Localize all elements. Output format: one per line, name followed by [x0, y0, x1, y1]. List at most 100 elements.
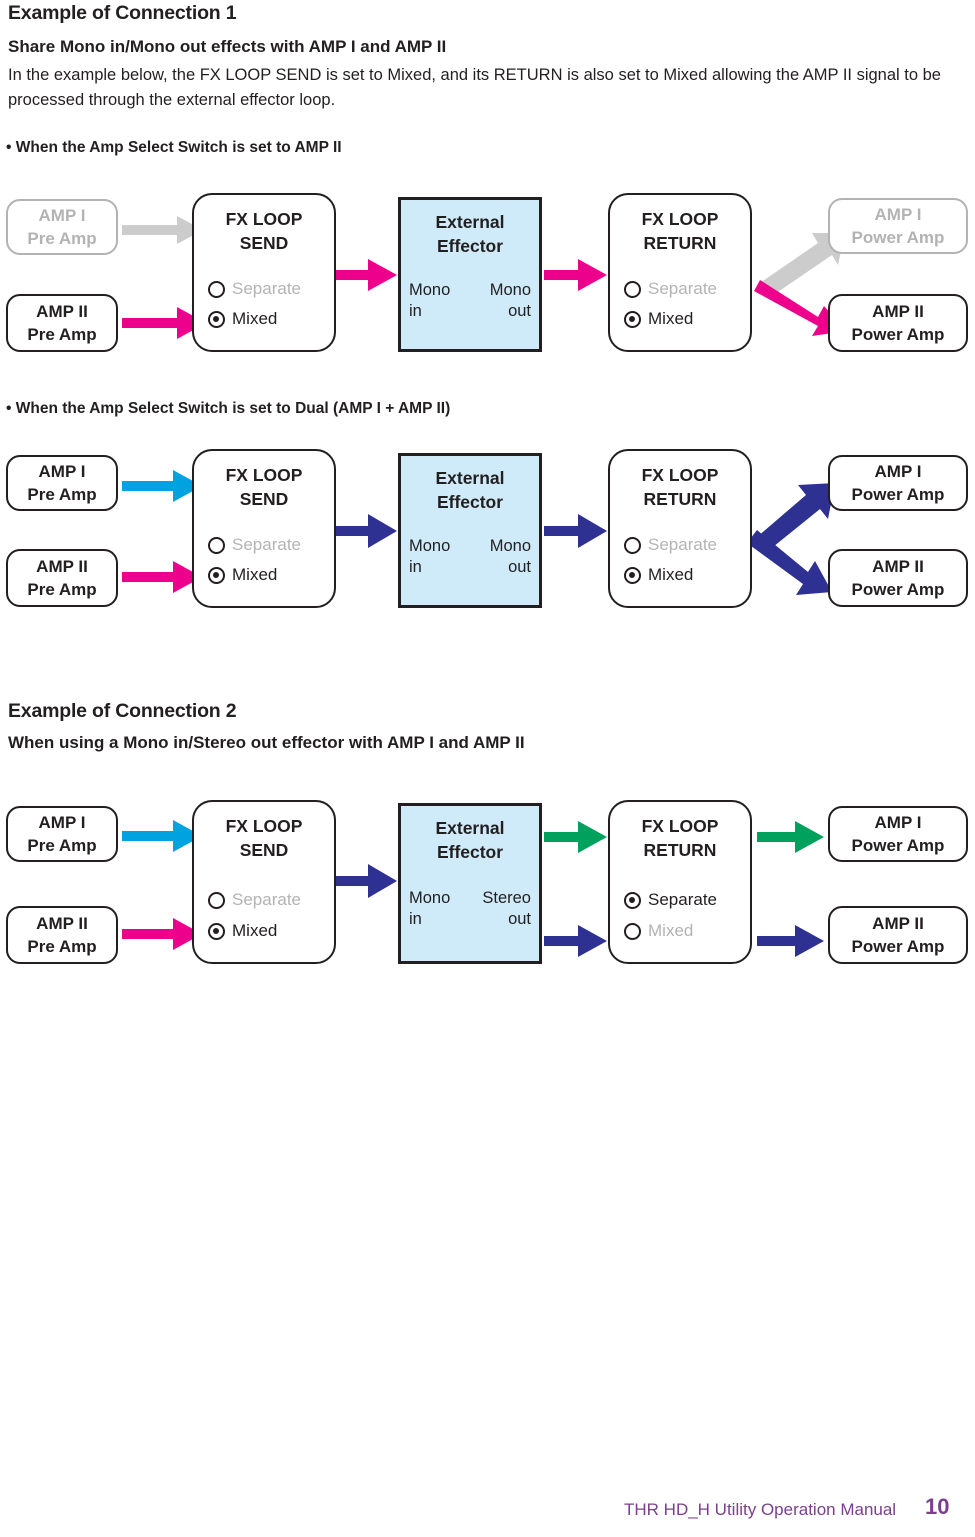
fx-return-option-separate[interactable]: Separate	[624, 890, 717, 910]
node-amp2-power-amp[interactable]: AMP II Power Amp	[828, 906, 968, 964]
external-effector-box: External Effector Mono in Mono out	[398, 453, 542, 608]
radio-icon-separate[interactable]	[208, 280, 225, 298]
effector-out-word: Stereo	[482, 889, 531, 907]
effector-line1: External	[435, 212, 505, 232]
fx-return-option-mixed[interactable]: Mixed	[624, 565, 693, 585]
effector-in-dir: in	[409, 302, 422, 320]
fx-return-line2: RETURN	[643, 489, 717, 509]
amp2-pre-line2: Pre Amp	[27, 580, 97, 599]
radio-icon-separate[interactable]	[624, 536, 641, 554]
amp2-power-line1: AMP II	[872, 557, 924, 576]
fx-return-title: FX LOOP RETURN	[610, 463, 750, 511]
arrow-amp1pre-to-send	[122, 820, 202, 852]
fx-send-option-separate[interactable]: Separate	[208, 890, 301, 910]
node-amp2-pre-amp[interactable]: AMP II Pre Amp	[6, 906, 118, 964]
amp1-power-line1: AMP I	[874, 813, 922, 832]
fx-return-option-mixed[interactable]: Mixed	[624, 309, 693, 329]
node-amp2-power-amp[interactable]: AMP II Power Amp	[828, 549, 968, 607]
amp2-power-line2: Power Amp	[851, 325, 945, 344]
amp2-pre-line2: Pre Amp	[27, 325, 97, 344]
radio-icon-separate[interactable]	[208, 891, 225, 909]
radio-icon-mixed[interactable]	[208, 922, 225, 940]
amp1-power-line2: Power Amp	[851, 485, 945, 504]
radio-icon-mixed[interactable]	[624, 922, 641, 940]
amp2-pre-line1: AMP II	[36, 914, 88, 933]
fx-send-mixed-label: Mixed	[232, 309, 278, 328]
radio-icon-mixed[interactable]	[208, 310, 225, 328]
node-amp2-pre-amp[interactable]: AMP II Pre Amp	[6, 294, 118, 352]
fx-send-line2: SEND	[239, 489, 289, 509]
radio-icon-separate[interactable]	[624, 280, 641, 298]
amp2-power-line2: Power Amp	[851, 580, 945, 599]
footer-manual-name: THR HD_H Utility Operation Manual	[624, 1500, 897, 1519]
fx-send-option-mixed[interactable]: Mixed	[208, 921, 277, 941]
effector-in-word: Mono	[409, 281, 451, 299]
section-2-subtitle: When using a Mono in/Stereo out effector…	[8, 733, 525, 752]
section-1-subtitle: Share Mono in/Mono out effects with AMP …	[8, 37, 447, 56]
fx-send-line1: FX LOOP	[225, 465, 303, 485]
bullet-amp-select-dual: • When the Amp Select Switch is set to D…	[6, 400, 451, 417]
section-1-title: Example of Connection 1	[8, 2, 237, 24]
fx-return-option-separate[interactable]: Separate	[624, 279, 717, 299]
arrow-amp2pre-to-send	[122, 561, 202, 593]
node-amp1-power-amp[interactable]: AMP I Power Amp	[828, 198, 968, 254]
section-2-title: Example of Connection 2	[8, 700, 237, 722]
radio-icon-separate[interactable]	[208, 536, 225, 554]
fx-send-line2: SEND	[239, 233, 289, 253]
radio-icon-separate[interactable]	[624, 891, 641, 909]
bullet-amp-select-amp2: • When the Amp Select Switch is set to A…	[6, 139, 342, 156]
effector-out-word: Mono	[489, 537, 531, 555]
fx-send-line2: SEND	[239, 840, 289, 860]
amp2-pre-line2: Pre Amp	[27, 937, 97, 956]
fx-send-option-separate[interactable]: Separate	[208, 279, 301, 299]
fx-return-option-separate[interactable]: Separate	[624, 535, 717, 555]
fx-send-line1: FX LOOP	[225, 209, 303, 229]
footer-page-number: 10	[925, 1494, 950, 1519]
effector-input-label: Mono in	[409, 888, 450, 930]
effector-line1: External	[435, 468, 505, 488]
fx-send-option-separate[interactable]: Separate	[208, 535, 301, 555]
effector-in-word: Mono	[409, 537, 451, 555]
node-amp2-pre-amp[interactable]: AMP II Pre Amp	[6, 549, 118, 607]
amp1-power-line2: Power Amp	[851, 836, 945, 855]
fx-return-line2: RETURN	[643, 233, 717, 253]
node-amp1-pre-amp[interactable]: AMP I Pre Amp	[6, 199, 118, 255]
radio-icon-mixed[interactable]	[624, 566, 641, 584]
node-amp2-power-amp[interactable]: AMP II Power Amp	[828, 294, 968, 352]
fx-return-separate-label: Separate	[648, 890, 717, 909]
node-amp1-power-amp[interactable]: AMP I Power Amp	[828, 806, 968, 862]
fx-send-option-mixed[interactable]: Mixed	[208, 565, 277, 585]
external-effector-box: External Effector Mono in Mono out	[398, 197, 542, 352]
fx-send-separate-label: Separate	[232, 535, 301, 554]
fx-return-line1: FX LOOP	[641, 465, 719, 485]
amp2-pre-line1: AMP II	[36, 302, 88, 321]
effector-line2: Effector	[436, 842, 504, 862]
radio-icon-mixed[interactable]	[208, 566, 225, 584]
node-amp1-pre-amp[interactable]: AMP I Pre Amp	[6, 806, 118, 862]
arrow-return-to-amp1power	[757, 483, 835, 551]
arrow-send-to-effector	[336, 864, 397, 898]
node-amp1-power-amp[interactable]: AMP I Power Amp	[828, 455, 968, 511]
arrow-send-to-effector	[336, 259, 397, 291]
amp1-pre-line1: AMP I	[38, 206, 86, 225]
effector-line1: External	[435, 818, 505, 838]
radio-icon-mixed[interactable]	[624, 310, 641, 328]
fx-return-separate-label: Separate	[648, 535, 717, 554]
effector-output-label: Mono out	[490, 536, 531, 578]
arrow-effector-to-return	[544, 514, 607, 548]
arrow-effector-to-return	[544, 259, 607, 291]
fx-return-title: FX LOOP RETURN	[610, 814, 750, 862]
effector-input-label: Mono in	[409, 280, 450, 322]
fx-return-option-mixed[interactable]: Mixed	[624, 921, 693, 941]
amp1-pre-line1: AMP I	[38, 813, 86, 832]
fx-loop-return-box: FX LOOP RETURN Separate Mixed	[608, 800, 752, 964]
amp1-pre-line2: Pre Amp	[27, 229, 97, 248]
arrow-return-to-amp1power	[757, 821, 824, 853]
fx-return-separate-label: Separate	[648, 279, 717, 298]
effector-title: External Effector	[401, 816, 539, 864]
fx-send-option-mixed[interactable]: Mixed	[208, 309, 277, 329]
node-amp1-pre-amp[interactable]: AMP I Pre Amp	[6, 455, 118, 511]
fx-loop-return-box: FX LOOP RETURN Separate Mixed	[608, 449, 752, 608]
effector-line2: Effector	[436, 236, 504, 256]
amp2-pre-line1: AMP II	[36, 557, 88, 576]
